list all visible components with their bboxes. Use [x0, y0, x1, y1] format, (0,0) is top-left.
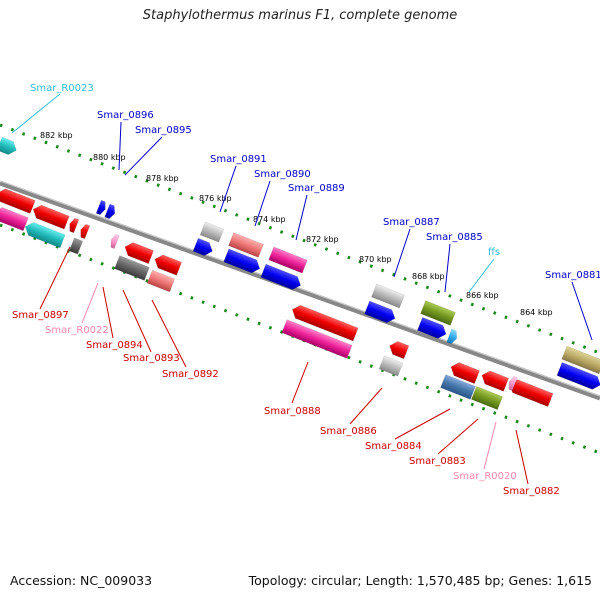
gene-arrow[interactable]: [199, 221, 225, 243]
leader-line: [295, 194, 308, 241]
gene-arrow[interactable]: [95, 199, 108, 216]
leader-line: [349, 387, 383, 425]
genome-backbone-highlight: [0, 180, 600, 397]
gene-arrow[interactable]: [0, 187, 36, 214]
topology-text: Topology: circular; Length: 1,570,485 bp…: [248, 573, 592, 588]
gene-arrow[interactable]: [67, 217, 80, 234]
leader-line: [122, 289, 152, 353]
gene-label[interactable]: Smar_0885: [426, 232, 483, 243]
gene-label[interactable]: Smar_R0022: [45, 325, 109, 336]
leader-line: [219, 165, 237, 213]
ruler-label: 880 kbp: [93, 153, 126, 162]
gene-arrow[interactable]: [31, 203, 70, 230]
gene-label[interactable]: Smar_0888: [264, 406, 321, 417]
gene-arrow[interactable]: [109, 233, 120, 249]
gene-arrow[interactable]: [561, 345, 600, 375]
gene-label[interactable]: Smar_0897: [12, 310, 69, 321]
gene-label[interactable]: ffs: [488, 247, 500, 258]
gene-arrow[interactable]: [446, 328, 460, 345]
leader-line: [468, 258, 495, 293]
gene-arrow[interactable]: [507, 375, 518, 391]
leader-line: [102, 286, 114, 339]
gene-arrow[interactable]: [223, 248, 263, 275]
gene-arrow[interactable]: [268, 246, 308, 274]
gene-arrow[interactable]: [78, 223, 91, 240]
gene-arrow[interactable]: [0, 136, 19, 157]
leader-line: [39, 246, 71, 310]
gene-label[interactable]: Smar_0881: [545, 270, 600, 281]
leader-line: [483, 421, 497, 470]
gene-arrow[interactable]: [281, 319, 353, 359]
gene-arrow[interactable]: [0, 205, 29, 232]
gene-arrow[interactable]: [290, 303, 359, 342]
ruler-label: 878 kbp: [146, 174, 179, 183]
gene-label[interactable]: Smar_0889: [288, 183, 345, 194]
ruler-label: 870 kbp: [359, 255, 392, 264]
leader-line: [124, 136, 163, 176]
map-title: Staphylothermus marinus F1, complete gen…: [142, 8, 458, 23]
leader-line: [291, 361, 309, 404]
gene-arrow[interactable]: [152, 253, 182, 276]
genome-backbone: [0, 180, 600, 401]
gene-features: [0, 136, 600, 410]
gene-label[interactable]: Smar_0892: [162, 369, 219, 380]
ruler-labels: 882 kbp 880 kbp 878 kbp 876 kbp 874 kbp 872 k…: [40, 131, 553, 317]
leader-line: [437, 418, 479, 455]
ruler-label: 882 kbp: [40, 131, 73, 140]
leader-line: [151, 299, 187, 368]
gene-label[interactable]: Smar_0887: [383, 217, 440, 228]
gene-label[interactable]: Smar_R0020: [453, 471, 517, 482]
gene-label[interactable]: Smar_R0023: [30, 83, 94, 94]
gene-arrow[interactable]: [122, 240, 154, 264]
leader-line: [394, 408, 451, 440]
gene-label[interactable]: Smar_0895: [135, 125, 192, 136]
leader-line: [81, 282, 99, 324]
gene-label[interactable]: Smar_0886: [320, 426, 377, 437]
gene-arrow[interactable]: [228, 232, 264, 258]
leader-line: [444, 243, 451, 293]
gene-label[interactable]: Smar_0882: [503, 486, 560, 497]
gene-arrow[interactable]: [378, 355, 404, 377]
gene-arrow[interactable]: [448, 360, 480, 384]
gene-arrow[interactable]: [192, 237, 215, 258]
ruler-label: 864 kbp: [520, 308, 553, 317]
leader-line: [515, 429, 529, 485]
gene-label[interactable]: Smar_0884: [365, 441, 422, 452]
ruler-label: 872 kbp: [306, 235, 339, 244]
gene-arrow[interactable]: [23, 220, 66, 249]
leader-line: [11, 93, 61, 134]
gene-arrow[interactable]: [471, 386, 503, 410]
gene-arrow[interactable]: [260, 263, 303, 292]
gene-arrow[interactable]: [479, 369, 509, 392]
gene-label[interactable]: Smar_0883: [409, 456, 466, 467]
gene-label-leaders: [11, 93, 593, 485]
gene-label[interactable]: Smar_0891: [210, 154, 267, 165]
gene-label[interactable]: Smar_0893: [123, 353, 180, 364]
ruler-label: 866 kbp: [466, 291, 499, 300]
gene-arrow[interactable]: [420, 300, 456, 326]
gene-label[interactable]: Smar_0890: [254, 169, 311, 180]
gene-arrow[interactable]: [68, 237, 84, 255]
gene-labels: Smar_R0023Smar_0896Smar_0895Smar_0891Sma…: [12, 83, 600, 497]
leader-line: [571, 281, 593, 341]
gene-arrow[interactable]: [440, 374, 476, 400]
gene-label[interactable]: Smar_0896: [97, 110, 154, 121]
gene-arrow[interactable]: [556, 362, 600, 391]
ruler-label: 876 kbp: [199, 194, 232, 203]
gene-arrow[interactable]: [371, 283, 405, 309]
leader-line: [118, 121, 122, 171]
ruler-label: 868 kbp: [412, 272, 445, 281]
gene-arrow[interactable]: [417, 317, 448, 340]
leader-line: [254, 180, 271, 227]
gene-arrow[interactable]: [104, 203, 118, 220]
leader-line: [393, 228, 411, 278]
gene-label[interactable]: Smar_0894: [86, 340, 143, 351]
accession-text: Accession: NC_009033: [10, 573, 153, 588]
gene-arrow[interactable]: [387, 339, 410, 360]
gene-arrow[interactable]: [146, 269, 176, 293]
gene-arrow[interactable]: [114, 255, 150, 281]
ruler-label: 874 kbp: [253, 215, 286, 224]
gene-arrow[interactable]: [364, 300, 397, 325]
